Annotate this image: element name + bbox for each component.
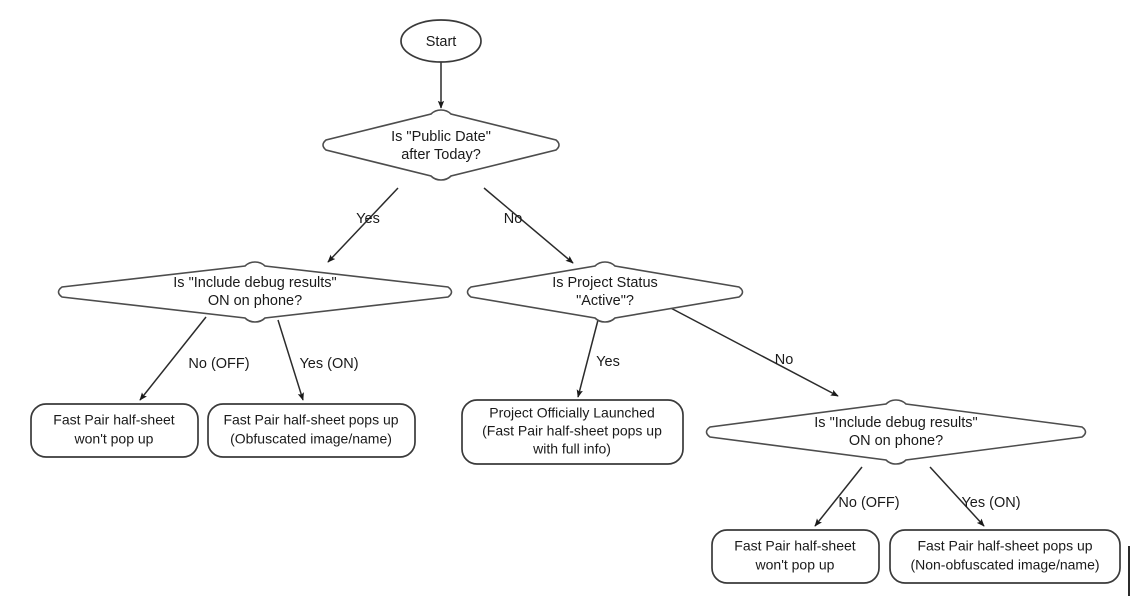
terminal-left-on-line1: Fast Pair half-sheet pops up [223,412,398,428]
terminal-right-on-line1: Fast Pair half-sheet pops up [917,538,1092,554]
edge-label-debug-left-off: No (OFF) [188,356,249,372]
decision-debug-left-line2: ON on phone? [208,293,302,309]
terminal-launched-line3: with full info) [532,441,611,457]
edge-label-debug-right-on: Yes (ON) [961,495,1020,511]
terminal-launched-shape [461,399,684,465]
node-decision-public-date[interactable]: Is "Public Date" after Today? [322,109,560,181]
edge-label-project-status-no: No [775,352,794,368]
decision-debug-left-line1: Is "Include debug results" [173,275,336,291]
decision-project-status-line1: Is Project Status [552,275,658,291]
terminal-launched-line1: Project Officially Launched [489,405,655,421]
decision-project-status-shape [466,261,744,323]
terminal-left-on-shape [207,403,416,458]
terminal-left-off-shape [30,403,199,458]
decision-debug-right-shape [705,399,1087,465]
terminal-right-off-shape [711,529,880,584]
node-terminal-left-off[interactable]: Fast Pair half-sheet won't pop up [30,403,199,458]
terminal-left-off-line2: won't pop up [74,431,154,447]
decision-project-status-line2: "Active"? [576,293,634,309]
edge-label-layer: Yes No No (OFF) Yes (ON) Yes No No (OFF)… [188,211,1020,511]
terminal-right-on-shape [889,529,1121,584]
edge-project-status-no [664,304,839,397]
terminal-right-off-line2: won't pop up [755,557,835,573]
edge-debug-left-on [277,319,304,401]
start-label: Start [426,34,457,50]
edge-public-date-no [483,187,574,264]
edge-debug-left-off [139,316,207,401]
node-terminal-right-on[interactable]: Fast Pair half-sheet pops up (Non-obfusc… [889,529,1121,584]
node-terminal-left-on[interactable]: Fast Pair half-sheet pops up (Obfuscated… [207,403,416,458]
decision-debug-right-line1: Is "Include debug results" [814,415,977,431]
terminal-right-on-line2: (Non-obfuscated image/name) [910,557,1099,573]
edge-public-date-yes [327,187,399,263]
edge-label-debug-right-off: No (OFF) [838,495,899,511]
node-decision-debug-right[interactable]: Is "Include debug results" ON on phone? [705,399,1087,465]
decision-public-date-line1: Is "Public Date" [391,129,491,145]
edge-label-project-status-yes: Yes [596,354,620,370]
edge-label-public-date-yes: Yes [356,211,380,227]
edge-layer [139,62,985,527]
edge-project-status-yes [576,319,599,398]
start-ellipse-shape [400,19,482,63]
terminal-launched-line2: (Fast Pair half-sheet pops up [482,423,662,439]
node-start[interactable]: Start [400,19,482,63]
node-terminal-right-off[interactable]: Fast Pair half-sheet won't pop up [711,529,880,584]
page-edge-artifact [1128,546,1130,596]
node-terminal-launched[interactable]: Project Officially Launched (Fast Pair h… [461,399,684,465]
node-decision-project-status[interactable]: Is Project Status "Active"? [466,261,744,323]
edge-label-public-date-no: No [504,211,523,227]
edge-debug-right-off [814,466,863,527]
edge-label-debug-left-on: Yes (ON) [299,356,358,372]
terminal-left-on-line2: (Obfuscated image/name) [230,431,392,447]
decision-public-date-shape [322,109,560,181]
decision-debug-left-shape [57,261,453,323]
terminal-right-off-line1: Fast Pair half-sheet [734,538,855,554]
decision-debug-right-line2: ON on phone? [849,433,943,449]
edge-debug-right-on [929,466,985,527]
node-decision-debug-left[interactable]: Is "Include debug results" ON on phone? [57,261,453,323]
terminal-left-off-line1: Fast Pair half-sheet [53,412,174,428]
decision-public-date-line2: after Today? [401,147,481,163]
